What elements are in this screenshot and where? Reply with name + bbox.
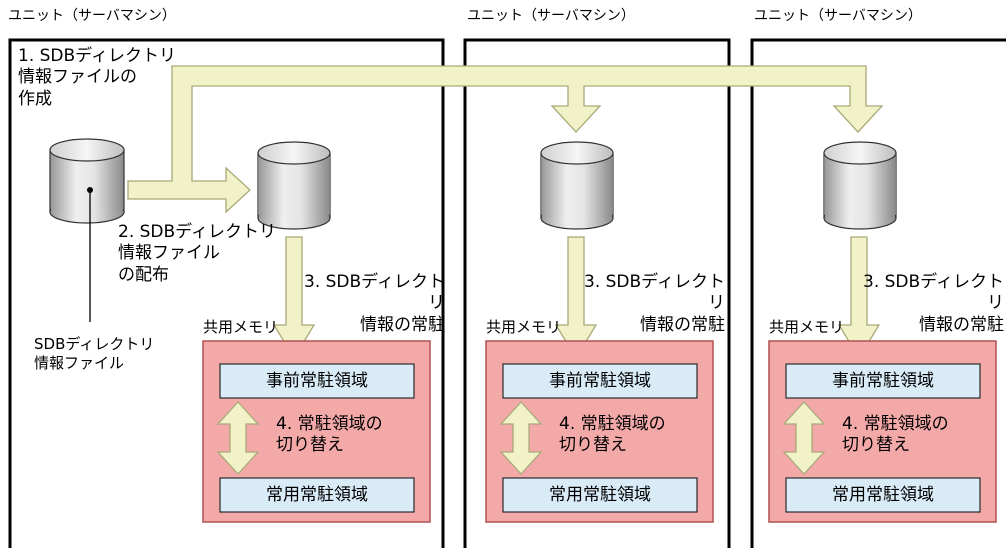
step2-label: 2. SDBディレクトリ 情報ファイル の配布 bbox=[118, 222, 276, 285]
pre-resident-area-3 bbox=[785, 363, 981, 399]
distributed-file-cylinder-3 bbox=[823, 141, 897, 230]
step4-label-3: 4. 常駐領域の 切り替え bbox=[842, 414, 949, 456]
pre-resident-area-1 bbox=[219, 363, 415, 399]
source-file-label: SDBディレクトリ 情報ファイル bbox=[34, 335, 155, 372]
pre-resident-label-1: 事前常駐領域 bbox=[266, 371, 368, 391]
unit-frame-2 bbox=[463, 38, 731, 552]
source-file-cylinder bbox=[49, 138, 125, 322]
unit-title-2: ユニット（サーバマシン） bbox=[467, 8, 635, 24]
shared-memory-label-1: 共用メモリ bbox=[203, 318, 279, 336]
pre-resident-label-3: 事前常駐領域 bbox=[832, 371, 934, 391]
pre-resident-label-2: 事前常駐領域 bbox=[549, 371, 651, 391]
switch-arrow-1 bbox=[216, 401, 260, 475]
active-resident-label-2: 常用常駐領域 bbox=[549, 485, 651, 505]
step3-label-1: 3. SDBディレクトリ 情報の常駐 bbox=[304, 272, 445, 335]
step3-label-2: 3. SDBディレクトリ 情報の常駐 bbox=[584, 272, 725, 335]
distributed-file-cylinder-1 bbox=[257, 141, 331, 230]
active-resident-label-1: 常用常駐領域 bbox=[266, 485, 368, 505]
active-resident-area-2 bbox=[502, 477, 698, 513]
switch-arrow-2 bbox=[499, 401, 543, 475]
active-resident-label-3: 常用常駐領域 bbox=[832, 485, 934, 505]
unit-title-3: ユニット（サーバマシン） bbox=[754, 8, 922, 24]
pre-resident-area-2 bbox=[502, 363, 698, 399]
switch-arrow-3 bbox=[782, 401, 826, 475]
unit-title-1: ユニット（サーバマシン） bbox=[8, 8, 176, 24]
active-resident-area-3 bbox=[785, 477, 981, 513]
shared-memory-label-3: 共用メモリ bbox=[769, 318, 845, 336]
active-resident-area-1 bbox=[219, 477, 415, 513]
step4-label-2: 4. 常駐領域の 切り替え bbox=[559, 414, 666, 456]
step4-label-1: 4. 常駐領域の 切り替え bbox=[276, 414, 383, 456]
shared-memory-label-2: 共用メモリ bbox=[486, 318, 562, 336]
distributed-file-cylinder-2 bbox=[540, 141, 614, 230]
step1-label: 1. SDBディレクトリ 情報ファイルの 作成 bbox=[18, 46, 176, 109]
unit-frame-3 bbox=[750, 38, 1006, 552]
unit-frame-1 bbox=[8, 38, 445, 552]
step3-label-3: 3. SDBディレクトリ 情報の常駐 bbox=[863, 272, 1004, 335]
distribution-arrow bbox=[127, 65, 884, 214]
